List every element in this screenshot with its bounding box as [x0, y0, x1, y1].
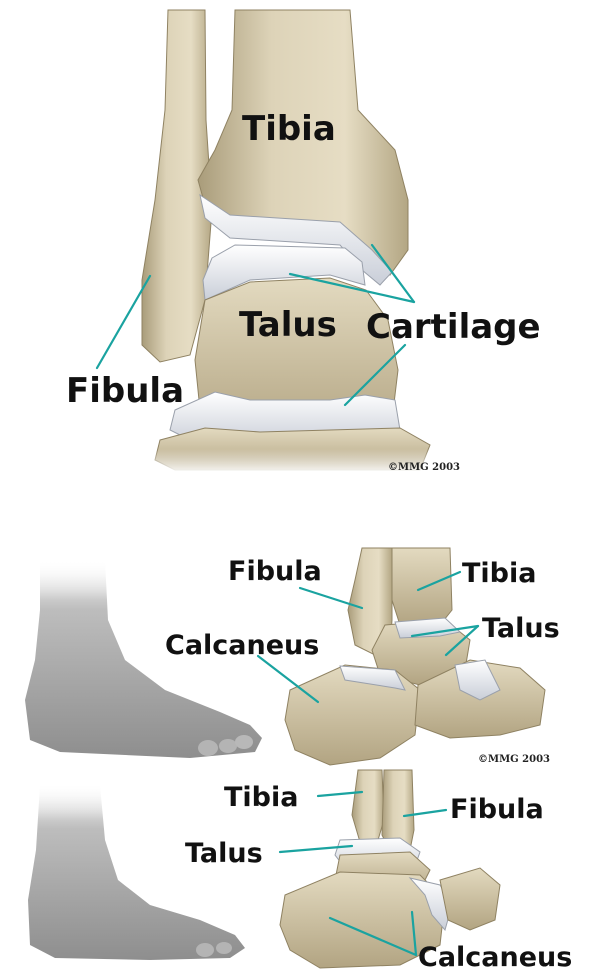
side-view-illustration: Fibula Tibia Talus Calcaneus ©MMG 2003 [25, 548, 560, 765]
label-talus-top: Talus [239, 305, 337, 345]
midfoot-bones-back [440, 868, 500, 930]
label-tibia-top: Tibia [242, 109, 336, 149]
label-fibula-back: Fibula [450, 794, 544, 825]
tibia-bone-back [352, 770, 384, 842]
label-tibia-back: Tibia [224, 782, 298, 813]
copyright-top: ©MMG 2003 [388, 462, 460, 473]
label-fibula-top: Fibula [66, 371, 184, 411]
front-view-illustration: Tibia Talus Cartilage Fibula ©MMG 2003 [66, 10, 541, 474]
label-calcaneus-side: Calcaneus [165, 630, 319, 661]
label-talus-side: Talus [482, 613, 560, 644]
copyright-side: ©MMG 2003 [478, 754, 550, 765]
label-calcaneus-back: Calcaneus [418, 942, 572, 973]
label-fibula-side: Fibula [228, 556, 322, 587]
label-cartilage-top: Cartilage [366, 307, 541, 347]
calcaneus-leader-side [258, 656, 318, 702]
back-view-illustration: Tibia Fibula Talus Calcaneus [25, 770, 572, 973]
tibia-bone-side [392, 548, 452, 625]
label-tibia-side: Tibia [462, 558, 536, 589]
label-talus-back: Talus [185, 838, 263, 869]
